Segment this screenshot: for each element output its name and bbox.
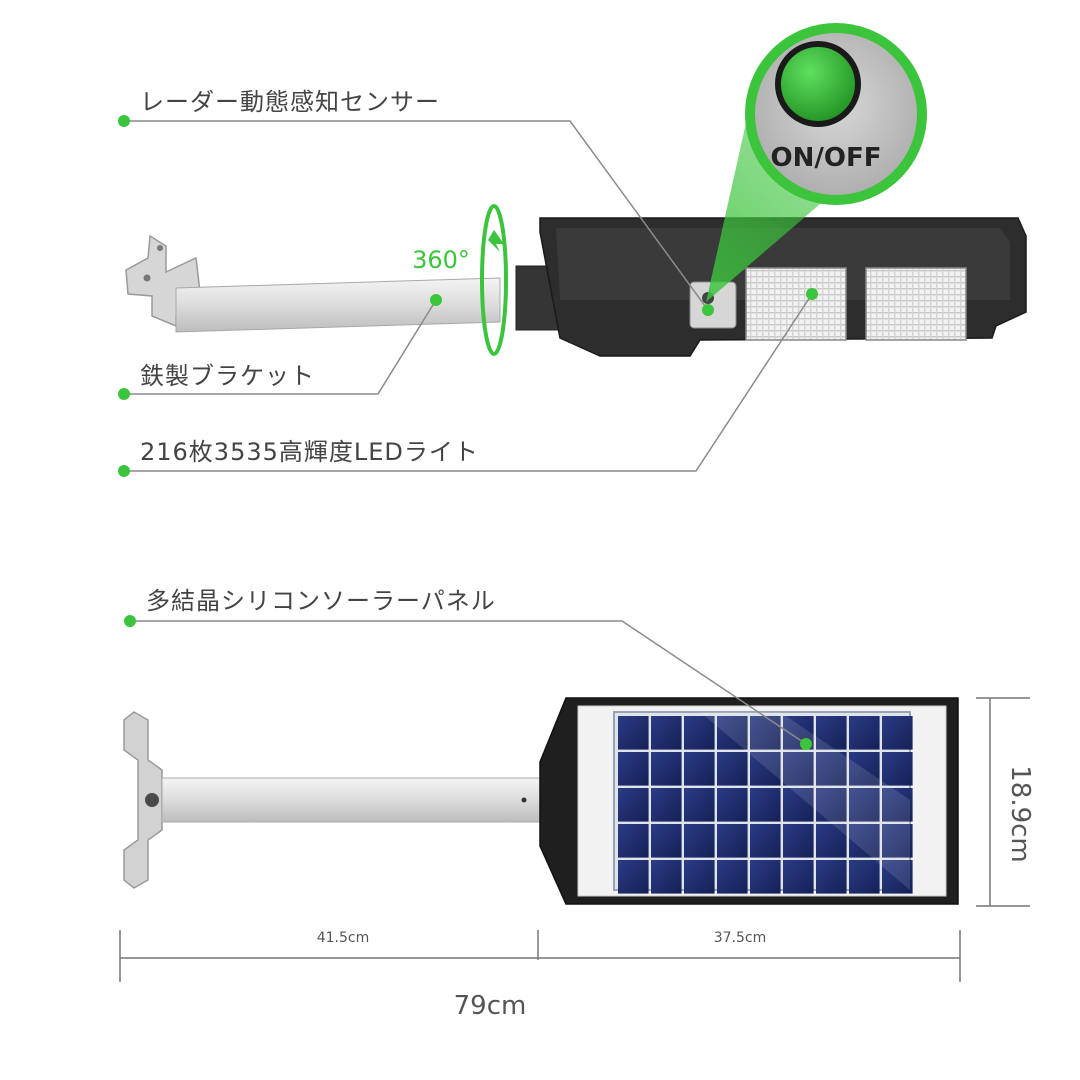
- solar-cell: [684, 752, 715, 786]
- solar-cell: [849, 752, 880, 786]
- switch-zoom-bubble: ON/OFF: [745, 23, 927, 205]
- led-module-left: [745, 267, 847, 341]
- callout-label: 多結晶シリコンソーラーパネル: [146, 587, 496, 615]
- dimension-label: 41.5cm: [317, 930, 370, 946]
- solar-cell: [717, 752, 748, 786]
- solar-cell: [882, 752, 913, 786]
- callout-solar-panel: 多結晶シリコンソーラーパネル: [124, 587, 812, 750]
- callout-label: レーダー動態感知センサー: [140, 88, 440, 116]
- solar-cell: [651, 788, 682, 822]
- solar-cell: [750, 716, 781, 750]
- solar-cell: [618, 860, 649, 894]
- solar-cell: [849, 788, 880, 822]
- rotation-label: 360°: [412, 246, 470, 274]
- solar-cell: [684, 788, 715, 822]
- solar-cell: [783, 788, 814, 822]
- callout-iron-bracket: 鉄製ブラケット: [118, 294, 442, 400]
- top-arm-pipe: [175, 277, 501, 333]
- solar-cell: [750, 860, 781, 894]
- solar-cell: [750, 824, 781, 858]
- solar-cell: [849, 716, 880, 750]
- callout-dot: [118, 115, 130, 127]
- callout-dot: [118, 465, 130, 477]
- solar-cell: [882, 824, 913, 858]
- solar-cell: [750, 752, 781, 786]
- dimension-label: 79cm: [454, 991, 527, 1021]
- solar-cell: [684, 824, 715, 858]
- solar-cell: [618, 716, 649, 750]
- solar-cell: [717, 824, 748, 858]
- solar-cell: [816, 716, 847, 750]
- solar-cell: [783, 752, 814, 786]
- solar-cell: [651, 752, 682, 786]
- dimension-label: 18.9cm: [1005, 765, 1035, 863]
- solar-cell: [816, 860, 847, 894]
- solar-cell: [816, 752, 847, 786]
- rotation-arrow-icon: [480, 204, 508, 356]
- solar-cell: [717, 860, 748, 894]
- dimension-label: 37.5cm: [714, 930, 767, 946]
- bottom-lamp-illustration: [123, 697, 959, 905]
- dimension-panel-height: 18.9cm: [976, 697, 1035, 907]
- solar-cell: [651, 716, 682, 750]
- led-module-right: [865, 267, 967, 341]
- callout-radar-sensor: レーダー動態感知センサー: [118, 88, 714, 316]
- solar-cell: [651, 824, 682, 858]
- callout-dot: [118, 388, 130, 400]
- callout-led-light: 216枚3535高輝度LEDライト: [118, 288, 818, 477]
- dimension-horizontal: 41.5cm 37.5cm 79cm: [119, 930, 961, 1021]
- solar-cell: [882, 716, 913, 750]
- solar-cell: [684, 716, 715, 750]
- solar-cell: [849, 824, 880, 858]
- top-lamp-illustration: [125, 204, 1027, 357]
- solar-cell: [882, 860, 913, 894]
- solar-cell: [717, 788, 748, 822]
- solar-cell: [783, 824, 814, 858]
- callout-dot: [124, 615, 136, 627]
- solar-cell: [651, 860, 682, 894]
- solar-cell: [750, 788, 781, 822]
- solar-cell: [684, 860, 715, 894]
- solar-cell: [816, 788, 847, 822]
- callout-label: 鉄製ブラケット: [140, 362, 315, 390]
- solar-cell: [618, 752, 649, 786]
- solar-cell: [882, 788, 913, 822]
- solar-cell: [618, 788, 649, 822]
- callout-label: 216枚3535高輝度LEDライト: [140, 438, 479, 466]
- power-button-icon: [775, 41, 861, 127]
- solar-cell: [816, 824, 847, 858]
- bottom-arm-pipe: [161, 777, 547, 823]
- solar-cell: [717, 716, 748, 750]
- solar-cell: [849, 860, 880, 894]
- solar-cell-grid: [618, 716, 913, 894]
- solar-cell: [618, 824, 649, 858]
- solar-cell: [783, 860, 814, 894]
- bottom-wall-bracket: [123, 711, 163, 889]
- on-off-label: ON/OFF: [771, 143, 882, 173]
